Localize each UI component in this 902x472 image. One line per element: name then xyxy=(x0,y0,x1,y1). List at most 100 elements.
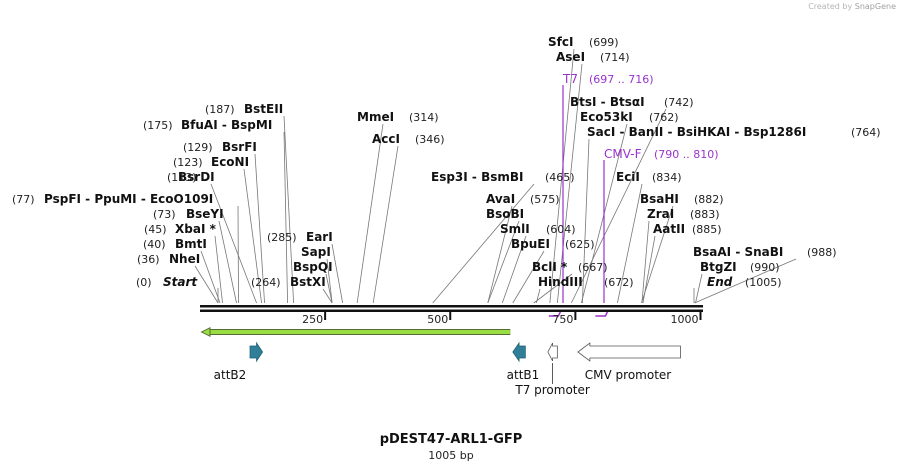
site-end[interactable]: End(1005) xyxy=(707,275,782,289)
site-name-esp3i-bsmbi: Esp3I - BsmBI xyxy=(431,170,523,184)
feature-label-cmv-promoter: CMV promoter xyxy=(585,368,672,382)
site-bseyi[interactable]: BseYI(73) xyxy=(153,207,224,221)
cut-line-saci-banii-bsihkai-bsp1286i xyxy=(581,138,590,304)
site-zrai[interactable]: ZraI(883) xyxy=(647,207,720,221)
site-saci-banii-bsihkai-bsp1286i[interactable]: SacI - BanII - BsiHKAI - Bsp1286I(764) xyxy=(587,125,881,139)
cut-line-econi xyxy=(243,168,262,304)
site-name-nhei: NheI xyxy=(169,252,200,266)
primer-t7[interactable]: T7(697 .. 716) xyxy=(562,72,654,86)
site-position-bseyi: (73) xyxy=(153,208,176,221)
site-btsi-bts-i[interactable]: BtsI - BtsαI(742) xyxy=(570,95,694,109)
site-name-eco53ki: Eco53kI xyxy=(580,110,633,124)
primer-labels: T7(697 .. 716) CMV-F(790 .. 810) xyxy=(562,72,719,161)
site-position-bfuai-bspmi: (175) xyxy=(143,119,173,132)
cut-line-bseyi xyxy=(218,220,237,304)
site-bpuei[interactable]: BpuEI(625) xyxy=(511,237,595,251)
site-ecii[interactable]: EciI(834) xyxy=(616,170,682,184)
site-bsobi[interactable]: BsoBI xyxy=(486,207,524,221)
site-bstxi[interactable]: BstXI(264) xyxy=(251,275,326,289)
feature-cmv-promoter[interactable]: CMV promoter xyxy=(577,342,681,382)
cut-line-btsi-bts-i xyxy=(571,108,667,304)
site-bfuai-bspmi[interactable]: BfuAI - BspMI (175) xyxy=(143,118,272,132)
site-name-bsrdi: BsrDI xyxy=(178,170,215,184)
cut-line-bsrfi xyxy=(254,153,265,304)
site-bsrfi[interactable]: BsrFI(129) xyxy=(183,140,257,154)
site-pspfi-ppumi-ecoo109i[interactable]: PspFI - PpuMI - EcoO109I (77) xyxy=(12,192,213,206)
site-aatii[interactable]: AatII(885) xyxy=(653,222,722,236)
site-position-bsahi: (882) xyxy=(694,193,724,206)
site-econi[interactable]: EcoNI(123) xyxy=(173,155,249,169)
feature-attb2[interactable]: attB2 xyxy=(214,341,264,382)
cut-line-bsrdi xyxy=(210,183,257,304)
site-name-bsahi: BsaHI xyxy=(640,192,679,206)
site-name-bpuei: BpuEI xyxy=(511,237,550,251)
ruler-label-1000: 1000 xyxy=(670,313,698,326)
sequence-backbone xyxy=(200,305,703,312)
credit-text: Created by xyxy=(808,2,853,11)
site-position-smli: (604) xyxy=(546,223,576,236)
site-name-pspfi-ppumi-ecoo109i: PspFI - PpuMI - EcoO109I xyxy=(44,192,213,206)
site-position-avai: (575) xyxy=(530,193,560,206)
site-position-pspfi-ppumi-ecoo109i: (77) xyxy=(12,193,35,206)
site-name-bfuai-bspmi: BfuAI - BspMI xyxy=(181,118,272,132)
site-eari[interactable]: EarI(285) xyxy=(267,230,333,244)
site-esp3i-bsmbi[interactable]: Esp3I - BsmBI(465) xyxy=(431,170,575,184)
site-bsrdi[interactable]: BsrDI(113) xyxy=(167,170,215,184)
site-mmei[interactable]: MmeI (314) xyxy=(357,110,439,124)
site-position-bcli: (667) xyxy=(578,261,608,274)
feature-t7-promoter[interactable]: T7 promoter xyxy=(514,342,590,397)
site-bsaai-snabi[interactable]: BsaAI - SnaBI(988) xyxy=(693,245,837,259)
site-position-bsrfi: (129) xyxy=(183,141,213,154)
feature-attb1[interactable]: attB1 xyxy=(507,341,540,382)
site-bspqi[interactable]: BspQI xyxy=(293,260,333,274)
site-bcli[interactable]: BclI * (667) xyxy=(532,260,608,274)
site-position-hindiii: (672) xyxy=(604,276,634,289)
site-bmti[interactable]: BmtI(40) xyxy=(143,237,207,251)
cut-line-bfuai-bspmi xyxy=(283,131,288,304)
site-name-bmti: BmtI xyxy=(175,237,207,251)
site-name-avai: AvaI xyxy=(486,192,515,206)
site-xbai[interactable]: XbaI *(45) xyxy=(144,222,217,236)
cut-line-zrai xyxy=(641,220,650,304)
primer-lines xyxy=(548,85,609,317)
primer-cmv-f[interactable]: CMV-F(790 .. 810) xyxy=(604,147,719,161)
site-position-bsrdi: (113) xyxy=(167,171,197,184)
cut-line-bpuei xyxy=(512,250,545,304)
cut-line-eari xyxy=(331,243,344,304)
site-name-bcli: BclI * xyxy=(532,260,568,274)
site-asei[interactable]: AseI(714) xyxy=(556,50,630,64)
cut-line-bmti xyxy=(200,250,221,304)
site-position-mmei: (314) xyxy=(409,111,439,124)
feature-label-attb2: attB2 xyxy=(214,368,247,382)
site-smli[interactable]: SmlI(604) xyxy=(500,222,576,236)
site-hindiii[interactable]: HindIII(672) xyxy=(538,275,634,289)
cut-line-btgzi xyxy=(695,273,703,304)
site-name-start: Start xyxy=(163,275,198,289)
cut-line-acci xyxy=(372,145,399,304)
site-name-mmei: MmeI xyxy=(357,110,394,124)
site-name-btgzi: BtgZI xyxy=(700,260,737,274)
site-acci[interactable]: AccI(346) xyxy=(372,132,445,146)
site-bsteii[interactable]: BstEII(187) xyxy=(205,102,283,116)
site-eco53ki[interactable]: Eco53kI(762) xyxy=(580,110,679,124)
cut-line-bstxi xyxy=(322,288,333,304)
cut-site-lines xyxy=(194,48,797,304)
primer-bar-t7 xyxy=(548,311,562,317)
feature-label-attb1: attB1 xyxy=(507,368,540,382)
site-bsahi[interactable]: BsaHI (882) xyxy=(640,192,724,206)
cut-line-avai xyxy=(487,205,513,304)
primer-range-t7: (697 .. 716) xyxy=(589,73,654,86)
site-position-zrai: (883) xyxy=(690,208,720,221)
site-sfci[interactable]: SfcI(699) xyxy=(548,35,619,49)
site-sapi[interactable]: SapI xyxy=(301,245,331,259)
cut-line-sapi xyxy=(326,258,333,304)
site-btgzi[interactable]: BtgZI(990) xyxy=(700,260,780,274)
cut-line-mmei xyxy=(356,123,384,304)
site-avai[interactable]: AvaI (575) xyxy=(486,192,560,206)
primer-bar-cmv-f xyxy=(595,311,609,317)
site-start[interactable]: Start(0) xyxy=(136,275,198,289)
site-nhei[interactable]: NheI(36) xyxy=(137,252,200,266)
site-position-acci: (346) xyxy=(415,133,445,146)
